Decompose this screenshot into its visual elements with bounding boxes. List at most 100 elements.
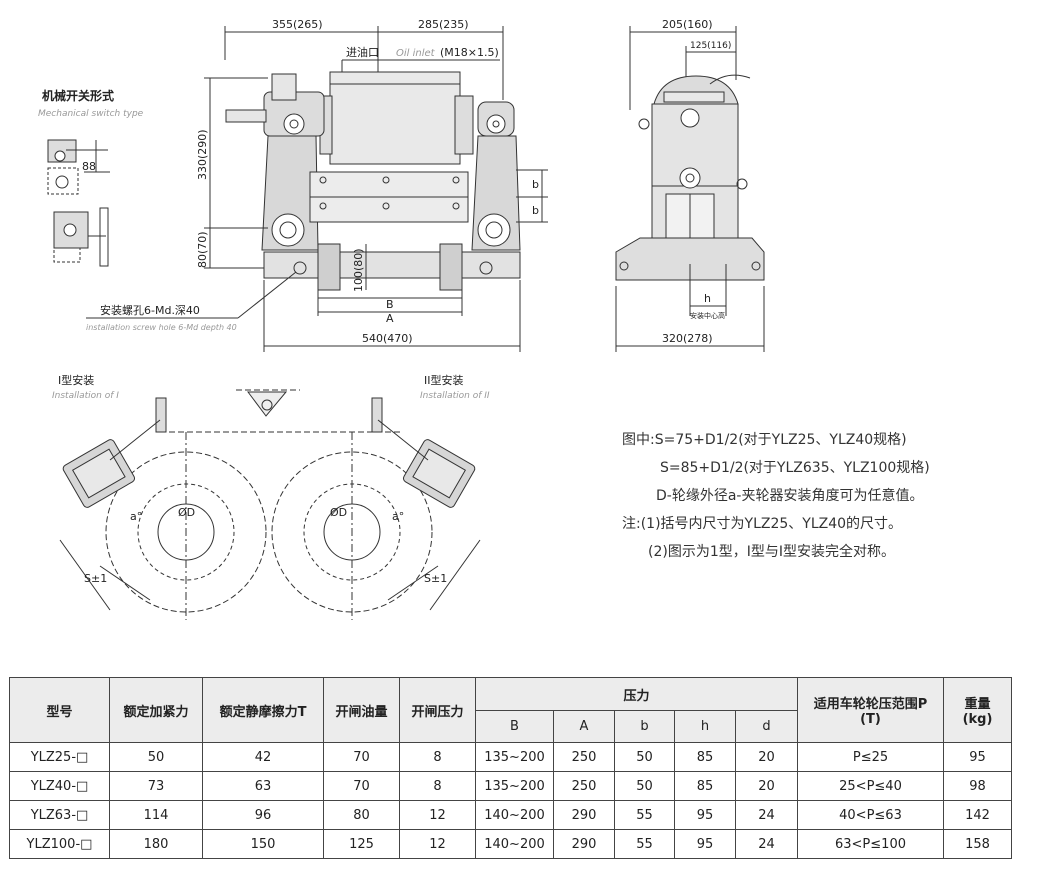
cell-b: 55 bbox=[614, 800, 675, 830]
header-A: A bbox=[553, 710, 615, 743]
side-view bbox=[86, 26, 548, 352]
cell-clamp: 73 bbox=[109, 771, 203, 801]
switch-dim: 88 bbox=[82, 160, 96, 173]
header-model: 型号 bbox=[9, 677, 110, 743]
table-row: YLZ63-□ 114 96 80 12 140~200 290 55 95 2… bbox=[9, 800, 1012, 830]
install-type1-en: Installation of I bbox=[52, 391, 119, 401]
cell-B: 135~200 bbox=[475, 771, 554, 801]
header-weight: 重量 (kg) bbox=[943, 677, 1012, 743]
cell-friction: 63 bbox=[202, 771, 324, 801]
cell-model: YLZ25-□ bbox=[9, 742, 110, 772]
cell-model: YLZ100-□ bbox=[9, 829, 110, 859]
cell-oil: 70 bbox=[323, 742, 400, 772]
cell-d: 20 bbox=[735, 771, 798, 801]
end-dim-sub: 125(116) bbox=[690, 41, 731, 51]
dim-top-right: 285(235) bbox=[418, 18, 469, 31]
cell-pressure: 8 bbox=[399, 742, 476, 772]
end-dim-bottom: 320(278) bbox=[662, 332, 713, 345]
oil-inlet-en: Oil inlet bbox=[396, 48, 436, 59]
cell-friction: 42 bbox=[202, 742, 324, 772]
switch-detail bbox=[47, 139, 110, 267]
note-line-5: (2)图示为1型，I型与I型安装完全对称。 bbox=[648, 544, 895, 560]
note-line-3: D-轮缘外径a-夹轮器安装角度可为任意值。 bbox=[656, 488, 924, 504]
header-h: h bbox=[674, 710, 736, 743]
dim-b-upper: b bbox=[532, 178, 539, 191]
end-dim-top: 205(160) bbox=[662, 18, 713, 31]
switch-title: 机械开关形式 bbox=[42, 88, 114, 103]
header-d: d bbox=[735, 710, 798, 743]
table-row: YLZ100-□ 180 150 125 12 140~200 290 55 9… bbox=[9, 829, 1012, 859]
header-static-friction: 额定静摩擦力T bbox=[202, 677, 324, 743]
cell-oil: 125 bbox=[323, 829, 400, 859]
oil-inlet-thread: (M18×1.5) bbox=[440, 46, 499, 59]
cell-d: 24 bbox=[735, 800, 798, 830]
note-line-4: 注:(1)括号内尺寸为YLZ25、YLZ40的尺寸。 bbox=[622, 516, 903, 532]
cell-A: 250 bbox=[553, 771, 615, 801]
cell-model: YLZ63-□ bbox=[9, 800, 110, 830]
header-wheel-range-unit: (T) bbox=[860, 712, 881, 727]
dim-A: A bbox=[386, 312, 394, 325]
note-line-2: S=85+D1/2(对于YLZ635、YLZ100规格) bbox=[660, 460, 930, 476]
cell-h: 85 bbox=[674, 771, 736, 801]
header-wheel-range-label: 适用车轮轮压范围P bbox=[813, 697, 928, 712]
switch-title-en: Mechanical switch type bbox=[38, 109, 144, 119]
dim-base: 80(70) bbox=[196, 231, 209, 268]
cell-friction: 96 bbox=[202, 800, 324, 830]
install-type1: I型安装 bbox=[58, 373, 94, 387]
technical-drawing: 355(265) 285(235) 进油口 Oil inlet (M18×1.5… bbox=[38, 18, 765, 620]
notes: 图中:S=75+D1/2(对于YLZ25、YLZ40规格) S=85+D1/2(… bbox=[622, 426, 930, 566]
table-row: YLZ40-□ 73 63 70 8 135~200 250 50 85 20 … bbox=[9, 771, 1012, 801]
cell-d: 20 bbox=[735, 742, 798, 772]
dia-left: ØD bbox=[178, 506, 195, 519]
cell-range: 40<P≤63 bbox=[797, 800, 944, 830]
cell-b: 55 bbox=[614, 829, 675, 859]
angle-left: a° bbox=[130, 510, 142, 523]
dim-inner: 100(80) bbox=[352, 248, 365, 292]
install-type2-en: Installation of II bbox=[420, 391, 490, 401]
cell-h: 85 bbox=[674, 742, 736, 772]
s-left: S±1 bbox=[84, 572, 107, 585]
s-right: S±1 bbox=[424, 572, 447, 585]
cell-b: 50 bbox=[614, 771, 675, 801]
angle-right: a° bbox=[392, 510, 404, 523]
cell-pressure: 12 bbox=[399, 829, 476, 859]
header-weight-unit: (kg) bbox=[962, 712, 993, 727]
cell-oil: 70 bbox=[323, 771, 400, 801]
mount-hole-label: 安装螺孔6-Md.深40 bbox=[100, 303, 200, 317]
cell-pressure: 8 bbox=[399, 771, 476, 801]
dim-total: 540(470) bbox=[362, 332, 413, 345]
cell-weight: 142 bbox=[943, 800, 1012, 830]
table-row: YLZ25-□ 50 42 70 8 135~200 250 50 85 20 … bbox=[9, 742, 1012, 772]
install-type2: II型安装 bbox=[424, 373, 464, 387]
cell-clamp: 114 bbox=[109, 800, 203, 830]
cell-B: 140~200 bbox=[475, 829, 554, 859]
dia-right: ØD bbox=[330, 506, 347, 519]
header-wheel-range: 适用车轮轮压范围P (T) bbox=[797, 677, 944, 743]
cell-b: 50 bbox=[614, 742, 675, 772]
cell-A: 250 bbox=[553, 742, 615, 772]
header-weight-label: 重量 bbox=[964, 697, 991, 712]
cell-oil: 80 bbox=[323, 800, 400, 830]
cell-B: 135~200 bbox=[475, 742, 554, 772]
installation-view bbox=[59, 389, 481, 620]
cell-d: 24 bbox=[735, 829, 798, 859]
header-clamp-force: 额定加紧力 bbox=[109, 677, 203, 743]
spec-table: 型号 额定加紧力 额定静摩擦力T 开闸油量 开闸压力 压力 适用车轮轮压范围P … bbox=[9, 677, 1012, 859]
oil-inlet-label: 进油口 bbox=[346, 45, 379, 59]
cell-range: 63<P≤100 bbox=[797, 829, 944, 859]
header-pressure: 压力 bbox=[475, 677, 798, 711]
end-dim-h: h bbox=[704, 292, 711, 305]
end-view bbox=[615, 26, 765, 352]
header-oil-volume: 开闸油量 bbox=[323, 677, 400, 743]
note-line-1: 图中:S=75+D1/2(对于YLZ25、YLZ40规格) bbox=[622, 432, 907, 448]
mount-hole-en: installation screw hole 6-Md depth 40 bbox=[86, 323, 237, 332]
cell-A: 290 bbox=[553, 800, 615, 830]
cell-B: 140~200 bbox=[475, 800, 554, 830]
dim-b-lower: b bbox=[532, 204, 539, 217]
cell-weight: 95 bbox=[943, 742, 1012, 772]
cell-range: 25<P≤40 bbox=[797, 771, 944, 801]
dim-height: 330(290) bbox=[196, 129, 209, 180]
cell-clamp: 180 bbox=[109, 829, 203, 859]
end-center-label: 安装中心高 bbox=[690, 311, 725, 320]
dim-B: B bbox=[386, 298, 394, 311]
